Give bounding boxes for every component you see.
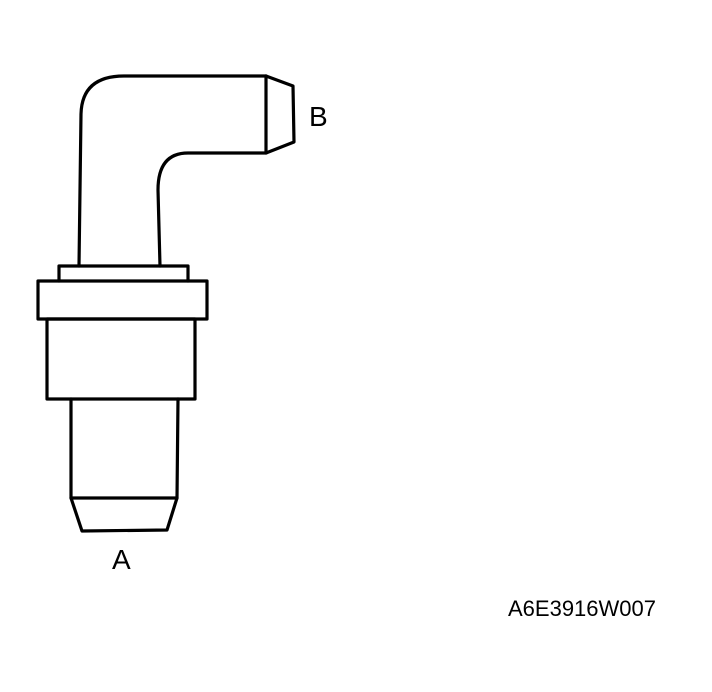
upper-collar xyxy=(57,264,190,283)
valve-body xyxy=(45,317,197,401)
inlet-tube xyxy=(69,397,180,500)
outlet-nozzle-b xyxy=(264,74,296,155)
port-b-label: B xyxy=(309,101,328,132)
port-a-label: A xyxy=(112,544,131,575)
figure-code: A6E3916W007 xyxy=(508,596,656,621)
elbow-tube xyxy=(77,74,268,268)
inlet-tip-a xyxy=(69,496,179,533)
flange xyxy=(36,279,209,321)
